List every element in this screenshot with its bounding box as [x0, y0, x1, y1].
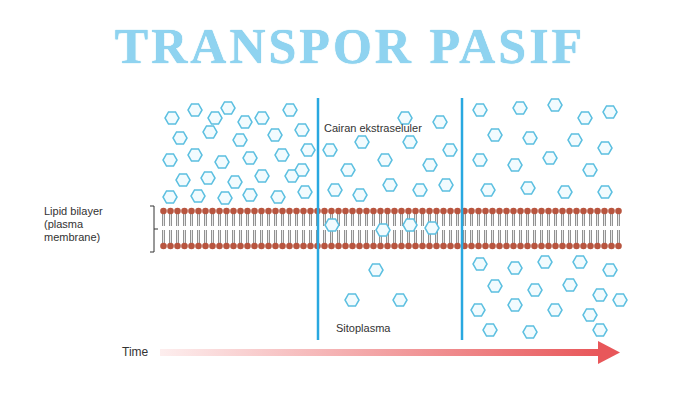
- axis-label: Time: [122, 345, 162, 359]
- time-arrow: [160, 341, 620, 364]
- bracket: [150, 206, 158, 252]
- molecules: [163, 99, 627, 338]
- lipid-bilayer: [160, 204, 622, 254]
- membrane-label: Lipid bilayer (plasma membrane): [44, 205, 126, 245]
- divider-line: [317, 98, 320, 340]
- region-label: Sitoplasma: [336, 322, 456, 335]
- diagram-title: TRANSPOR PASIF: [115, 16, 585, 76]
- region-label: Cairan ekstraseluler: [324, 122, 454, 135]
- divider-line: [461, 98, 464, 340]
